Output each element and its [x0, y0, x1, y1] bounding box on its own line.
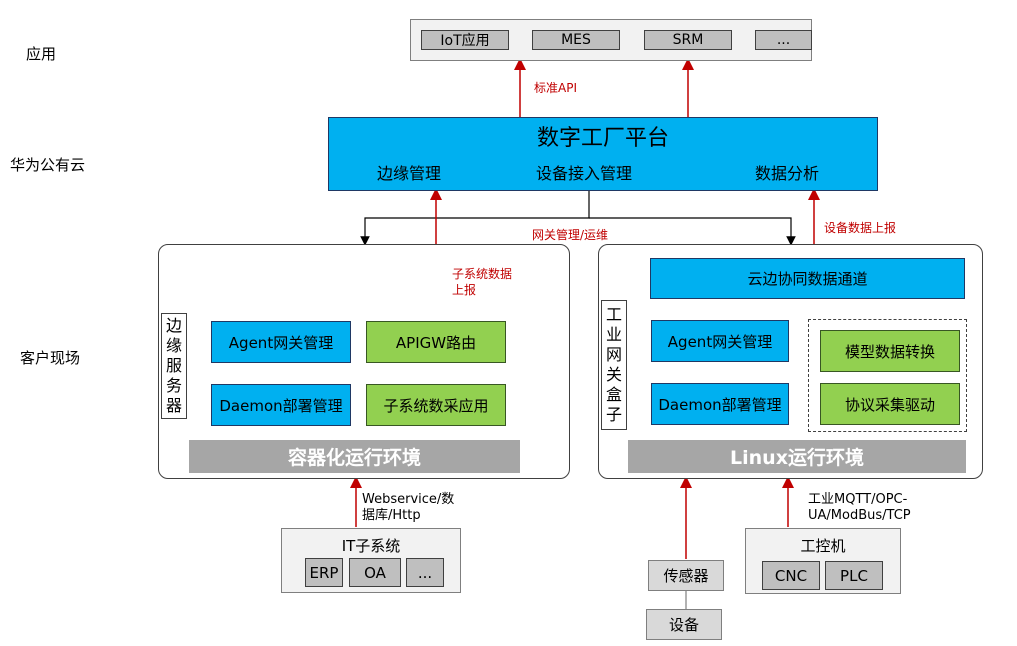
ipc-cnc[interactable]: CNC	[762, 561, 820, 590]
it-more[interactable]: ...	[406, 558, 444, 587]
gateway-box-title: 工业网关盒子	[601, 300, 627, 430]
layer-label-site: 客户现场	[20, 349, 81, 367]
edge-server-title: 边缘服务器	[161, 313, 187, 419]
linux-runtime-bar: Linux运行环境	[628, 440, 966, 473]
subsys-report-label: 子系统数据上报	[452, 267, 513, 297]
ipc-protocol-label: 工业MQTT/OPC-UA/ModBus/TCP	[808, 492, 911, 523]
gateway-ops-lines	[360, 191, 590, 246]
edge-apigw-routing[interactable]: APIGW路由	[366, 321, 506, 363]
digital-factory-platform[interactable]: 数字工厂平台 边缘管理 设备接入管理 数据分析	[328, 117, 878, 191]
gw-daemon-deploy-mgmt[interactable]: Daemon部署管理	[651, 383, 789, 425]
module-edge-mgmt[interactable]: 边缘管理	[377, 164, 442, 183]
protocol-dashed-group	[808, 319, 967, 432]
app-srm[interactable]: SRM	[644, 30, 732, 50]
gw-agent-gateway-mgmt[interactable]: Agent网关管理	[651, 320, 789, 362]
layer-label-cloud: 华为公有云	[10, 156, 86, 174]
sensor-box[interactable]: 传感器	[648, 560, 724, 591]
it-erp[interactable]: ERP	[305, 558, 343, 587]
std-api-label: 标准API	[534, 81, 577, 95]
cloud-edge-data-channel[interactable]: 云边协同数据通道	[650, 258, 965, 299]
it-protocol-label: Webservice/数据库/Http	[362, 492, 455, 523]
app-mes[interactable]: MES	[532, 30, 620, 50]
container-runtime-bar: 容器化运行环境	[189, 440, 520, 473]
it-oa[interactable]: OA	[349, 558, 401, 587]
edge-agent-gateway-mgmt[interactable]: Agent网关管理	[211, 321, 351, 363]
device-box[interactable]: 设备	[646, 609, 722, 640]
ipc-title: 工控机	[800, 537, 846, 555]
it-subsystem-title: IT子系统	[341, 537, 401, 555]
layer-label-app: 应用	[26, 45, 57, 63]
ipc-plc[interactable]: PLC	[825, 561, 883, 590]
edge-daemon-deploy-mgmt[interactable]: Daemon部署管理	[211, 384, 351, 426]
app-more[interactable]: ...	[755, 30, 812, 50]
module-data-analysis[interactable]: 数据分析	[755, 164, 820, 183]
module-device-access[interactable]: 设备接入管理	[536, 164, 633, 183]
platform-title: 数字工厂平台	[536, 126, 669, 151]
model-data-conversion[interactable]: 模型数据转换	[820, 330, 960, 372]
gateway-ops-label: 网关管理/运维	[532, 228, 609, 242]
device-report-label: 设备数据上报	[824, 221, 897, 235]
edge-subsys-collect-app[interactable]: 子系统数采应用	[366, 384, 506, 426]
protocol-collect-driver[interactable]: 协议采集驱动	[820, 383, 960, 425]
app-iot[interactable]: IoT应用	[421, 30, 509, 50]
